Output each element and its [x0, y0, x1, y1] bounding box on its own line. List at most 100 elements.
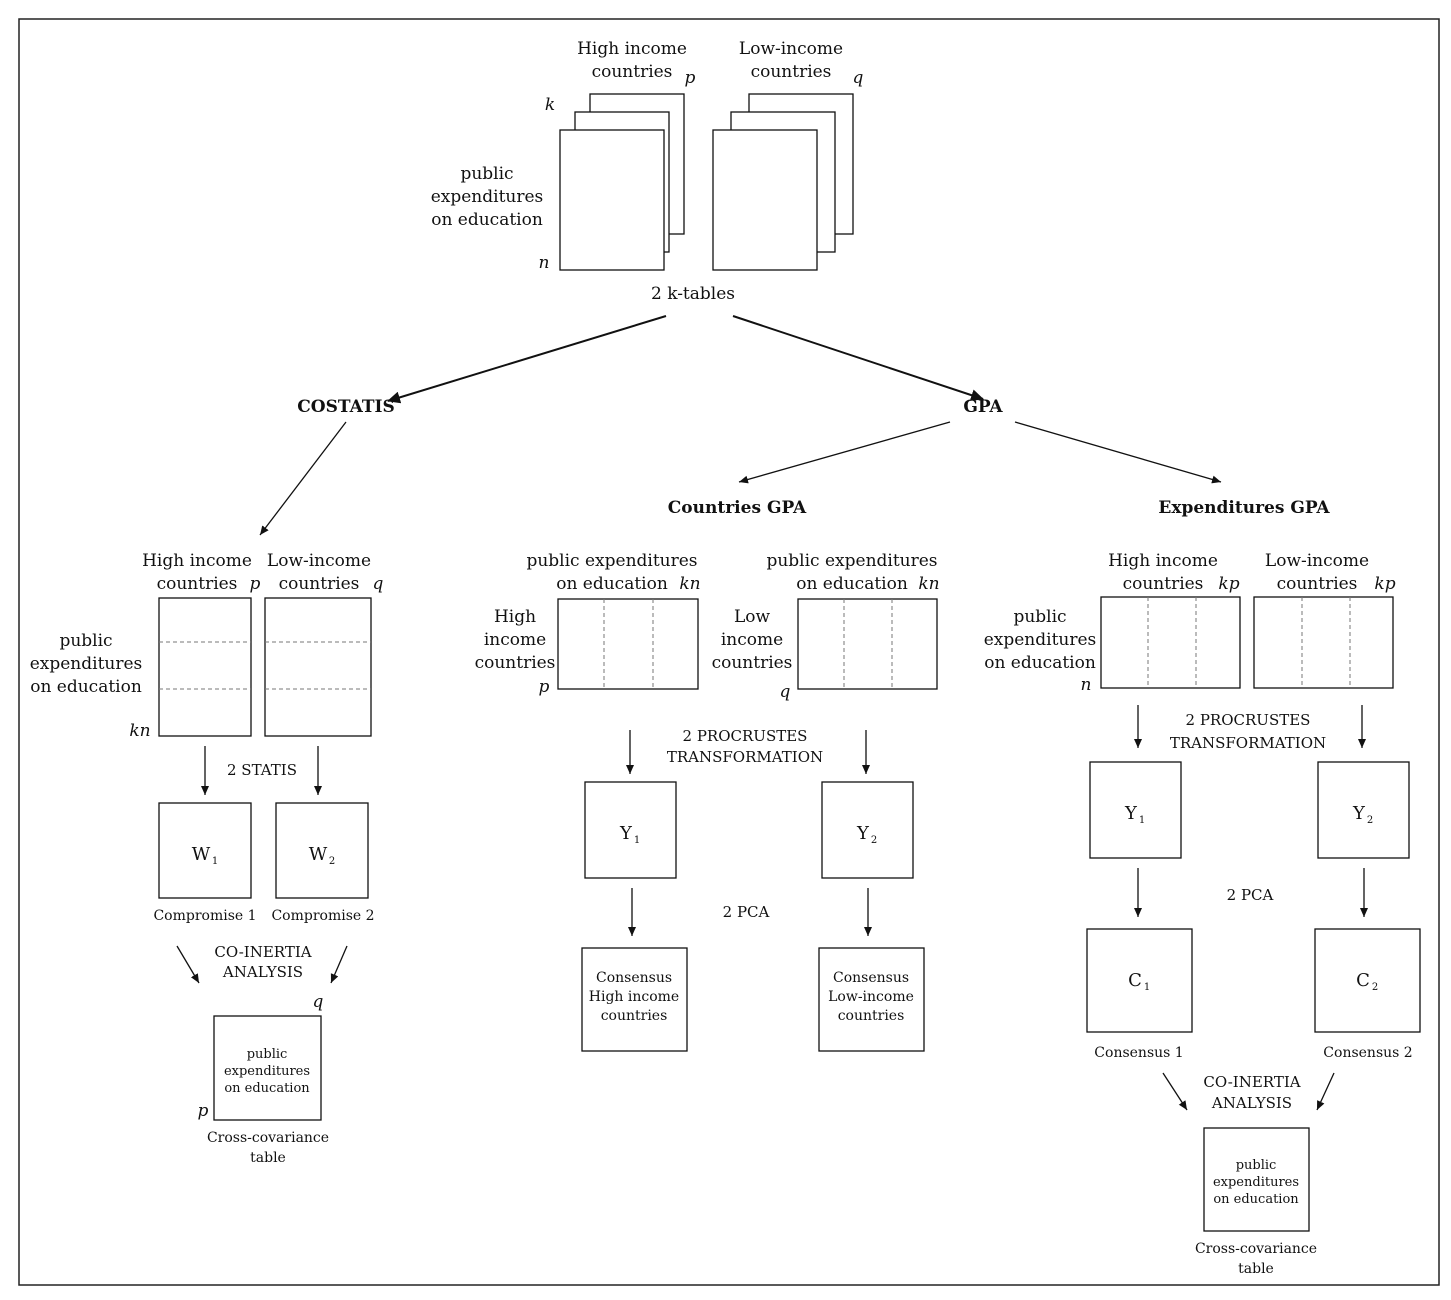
cgpa-col-label-2a: public expenditures: [766, 551, 937, 571]
cgpa-low-label-2: income: [721, 630, 783, 650]
egpa-coinertia-2: ANALYSIS: [1211, 1094, 1292, 1112]
costatis-cross-box-3: on education: [224, 1081, 310, 1096]
cgpa-procrustes-1: 2 PROCRUSTES: [683, 727, 808, 745]
egpa-low-label-2: countries: [1277, 574, 1358, 594]
high-income-table-front: [559, 129, 665, 271]
costatis-low-label-2: countries: [279, 574, 360, 594]
cgpa-kn-2: kn: [918, 574, 939, 594]
costatis-row-label-2: expenditures: [30, 654, 143, 674]
egpa-cross-caption-1: Cross-covariance: [1195, 1241, 1317, 1257]
egpa-c2-box: [1314, 928, 1421, 1033]
cgpa-cons2-line-3: countries: [838, 1008, 905, 1024]
costatis-cross-box-1: public: [247, 1047, 288, 1062]
expenditures-gpa-heading: Expenditures GPA: [1158, 498, 1330, 518]
costatis-low-table: [264, 597, 372, 737]
egpa-kp-2: kp: [1374, 574, 1395, 594]
egpa-low-label-1: Low-income: [1265, 551, 1369, 571]
egpa-y2-subscript: 2: [1367, 815, 1373, 826]
cgpa-low-label-1: Low: [734, 607, 771, 627]
egpa-procrustes-1: 2 PROCRUSTES: [1186, 711, 1311, 729]
cgpa-high-label-3: countries: [475, 653, 556, 673]
egpa-cross-box-2: expenditures: [1213, 1175, 1299, 1190]
costatis-q-label: q: [373, 574, 384, 594]
egpa-y1-box: [1089, 761, 1182, 859]
arrow-to-gpa: [732, 315, 984, 401]
cgpa-cons1-line-1: Consensus: [596, 970, 672, 986]
costatis-low-label-1: Low-income: [267, 551, 371, 571]
costatis-high-label-2: countries: [157, 574, 238, 594]
egpa-row-label-2: expenditures: [984, 630, 1097, 650]
cgpa-procrustes-2: TRANSFORMATION: [667, 748, 823, 766]
egpa-low-table: [1253, 596, 1394, 689]
cgpa-y2-box: [821, 781, 914, 879]
cgpa-q-label: q: [780, 682, 791, 702]
egpa-cross-box-1: public: [1236, 1158, 1277, 1173]
egpa-consensus-2-label: Consensus 2: [1323, 1045, 1412, 1061]
egpa-coinertia-1: CO-INERTIA: [1203, 1073, 1300, 1091]
egpa-cross-box-3: on education: [1213, 1192, 1299, 1207]
cgpa-y1-label: Y: [619, 823, 633, 844]
costatis-heading: COSTATIS: [297, 397, 394, 417]
arrow-costatis-down: [259, 421, 347, 536]
egpa-pca-label: 2 PCA: [1227, 886, 1274, 904]
cgpa-cons1-line-3: countries: [601, 1008, 668, 1024]
costatis-cross-caption-2: table: [250, 1150, 286, 1166]
top-q-label: q: [853, 68, 864, 88]
egpa-c2-subscript: 2: [1372, 982, 1378, 993]
egpa-n-label: n: [1081, 675, 1092, 695]
cgpa-col-label-1a: public expenditures: [526, 551, 697, 571]
top-n-label: n: [539, 253, 550, 273]
expenditures-gpa-branch: High income countries kp Low-income coun…: [984, 551, 1421, 1277]
egpa-kp-1: kp: [1218, 574, 1239, 594]
costatis-coinertia-2: ANALYSIS: [222, 963, 303, 981]
cgpa-y2-subscript: 2: [871, 835, 877, 846]
cgpa-high-label-1: High: [494, 607, 536, 627]
cgpa-col-label-1b: on education: [556, 574, 668, 594]
compromise-1-label: Compromise 1: [153, 908, 256, 924]
costatis-cross-caption-1: Cross-covariance: [207, 1130, 329, 1146]
costatis-cross-q: q: [313, 992, 324, 1012]
countries-gpa-heading: Countries GPA: [668, 498, 807, 518]
w1-label: W: [192, 844, 211, 865]
cgpa-y1-box: [584, 781, 677, 879]
top-k-label: k: [545, 95, 555, 115]
costatis-high-label-1: High income: [142, 551, 252, 571]
countries-gpa-branch: public expenditures on education kn publ…: [475, 551, 940, 1052]
costatis-coinertia-1: CO-INERTIA: [214, 943, 311, 961]
gpa-heading: GPA: [963, 397, 1003, 417]
top-low-label-1: Low-income: [739, 39, 843, 59]
top-low-label-2: countries: [751, 62, 832, 82]
egpa-procrustes-2: TRANSFORMATION: [1170, 734, 1326, 752]
cgpa-p-label: p: [539, 677, 550, 697]
costatis-branch: High income countries p Low-income count…: [30, 551, 384, 1166]
cgpa-low-table: [797, 598, 938, 690]
w1-subscript: 1: [212, 856, 218, 867]
egpa-c1-subscript: 1: [1144, 982, 1150, 993]
costatis-cross-table: [213, 1015, 322, 1121]
cgpa-consensus-high-box: [581, 947, 688, 1052]
egpa-high-table: [1100, 596, 1241, 689]
k-tables-label: 2 k-tables: [651, 284, 735, 304]
egpa-c1-label: C: [1128, 970, 1142, 991]
top-row-label-1: public: [460, 164, 513, 184]
egpa-y1-subscript: 1: [1139, 815, 1145, 826]
cgpa-high-label-2: income: [484, 630, 546, 650]
compromise-2-label: Compromise 2: [271, 908, 374, 924]
egpa-cross-caption-2: table: [1238, 1261, 1274, 1277]
cgpa-col-label-2b: on education: [796, 574, 908, 594]
costatis-row-label-1: public: [59, 631, 112, 651]
egpa-c1-box: [1086, 928, 1193, 1033]
arrow-to-countries-gpa: [738, 421, 951, 484]
top-high-label-1: High income: [577, 39, 687, 59]
egpa-y1-label: Y: [1124, 803, 1138, 824]
egpa-high-label-2: countries: [1123, 574, 1204, 594]
low-income-table-front: [712, 129, 818, 271]
egpa-y2-label: Y: [1352, 803, 1366, 824]
costatis-cross-p: p: [198, 1101, 209, 1121]
cgpa-cons2-line-2: Low-income: [828, 989, 914, 1005]
top-row-label-3: on education: [431, 210, 543, 230]
figure-frame: [18, 18, 1440, 1286]
cgpa-cons2-line-1: Consensus: [833, 970, 909, 986]
cgpa-kn-1: kn: [679, 574, 700, 594]
egpa-c2-label: C: [1356, 970, 1370, 991]
